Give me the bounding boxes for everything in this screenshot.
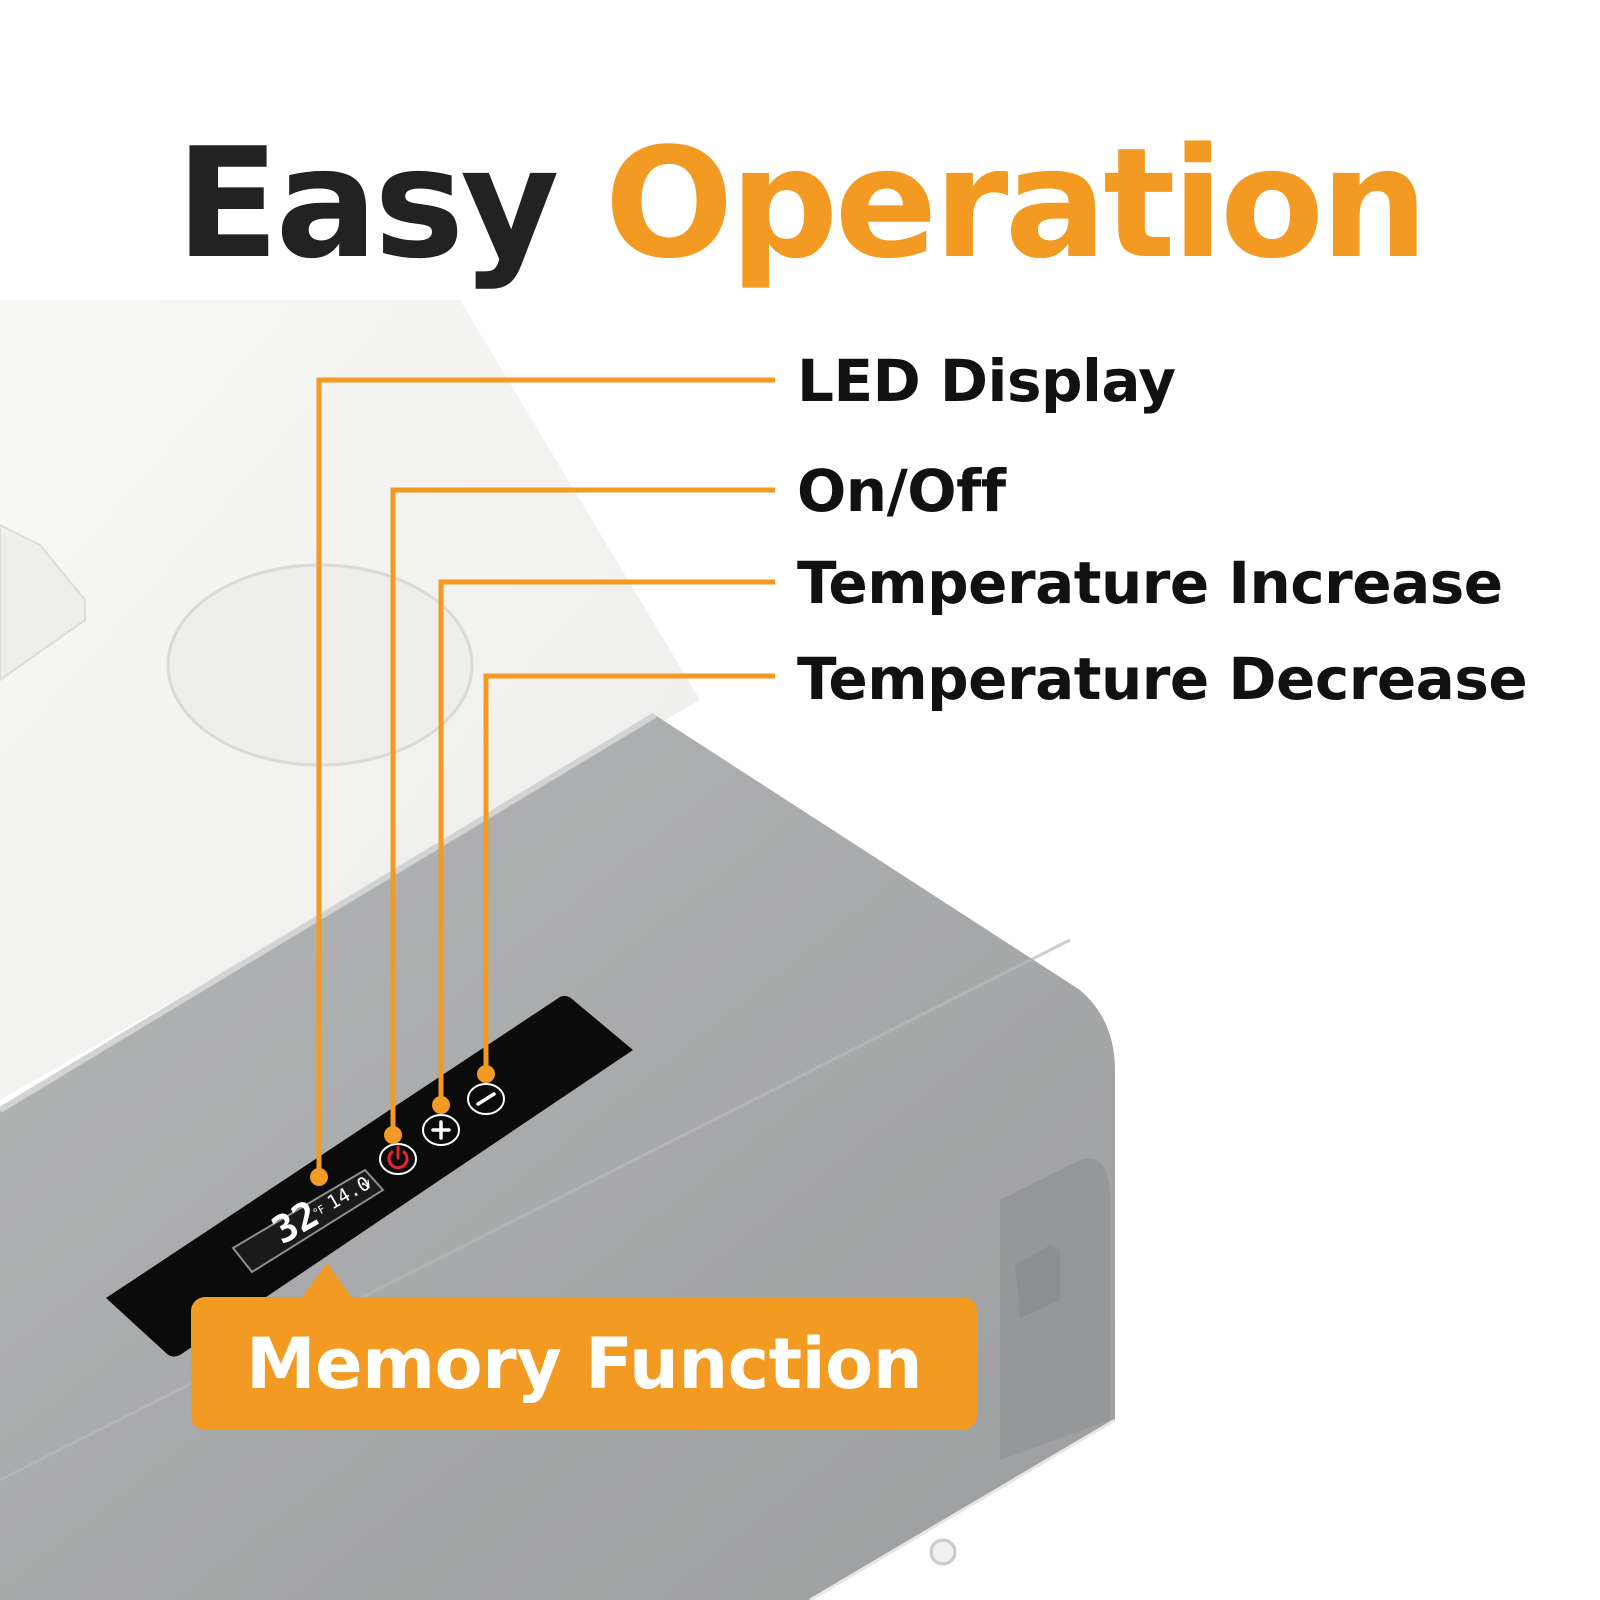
callout-line-temperature-increase <box>438 579 775 1105</box>
headline: Easy Operation <box>0 120 1600 287</box>
callout-dots <box>310 1065 495 1186</box>
temperature-increase-button[interactable] <box>422 1114 460 1146</box>
callout-line-on-off <box>390 487 775 1135</box>
memory-function-label: Memory Function <box>245 1322 923 1405</box>
memory-function-badge: Memory Function <box>191 1263 977 1430</box>
headline-word-easy: Easy <box>175 114 560 292</box>
callout-dot-temperature-increase <box>432 1096 450 1114</box>
callout-dot-on-off <box>384 1126 402 1144</box>
label-on-off: On/Off <box>797 457 1006 525</box>
callout-lines <box>316 377 775 1177</box>
label-led-display: LED Display <box>797 347 1176 415</box>
minus-icon <box>476 1092 496 1106</box>
temperature-decrease-button[interactable] <box>467 1083 505 1115</box>
headline-word-operation: Operation <box>604 114 1428 292</box>
led-display: 32 °F 14.0 V <box>231 1168 385 1274</box>
callout-line-temperature-decrease <box>483 673 775 1074</box>
callout-dot-temperature-decrease <box>477 1065 495 1083</box>
cooler-recess <box>0 523 86 682</box>
callout-line-led-display <box>316 377 775 1177</box>
cooler-body <box>810 1070 1600 1600</box>
power-icon <box>387 1145 409 1170</box>
plus-icon <box>431 1120 451 1140</box>
cooler-lid-side <box>1000 1158 1110 1460</box>
label-temperature-decrease: Temperature Decrease <box>797 645 1528 713</box>
lid-latch <box>1015 1245 1060 1318</box>
callout-dot-led-display <box>310 1168 328 1186</box>
label-temperature-increase: Temperature Increase <box>797 549 1503 617</box>
led-temperature-unit: °F <box>311 1202 328 1219</box>
power-button[interactable] <box>379 1143 417 1175</box>
screw <box>929 1538 957 1566</box>
